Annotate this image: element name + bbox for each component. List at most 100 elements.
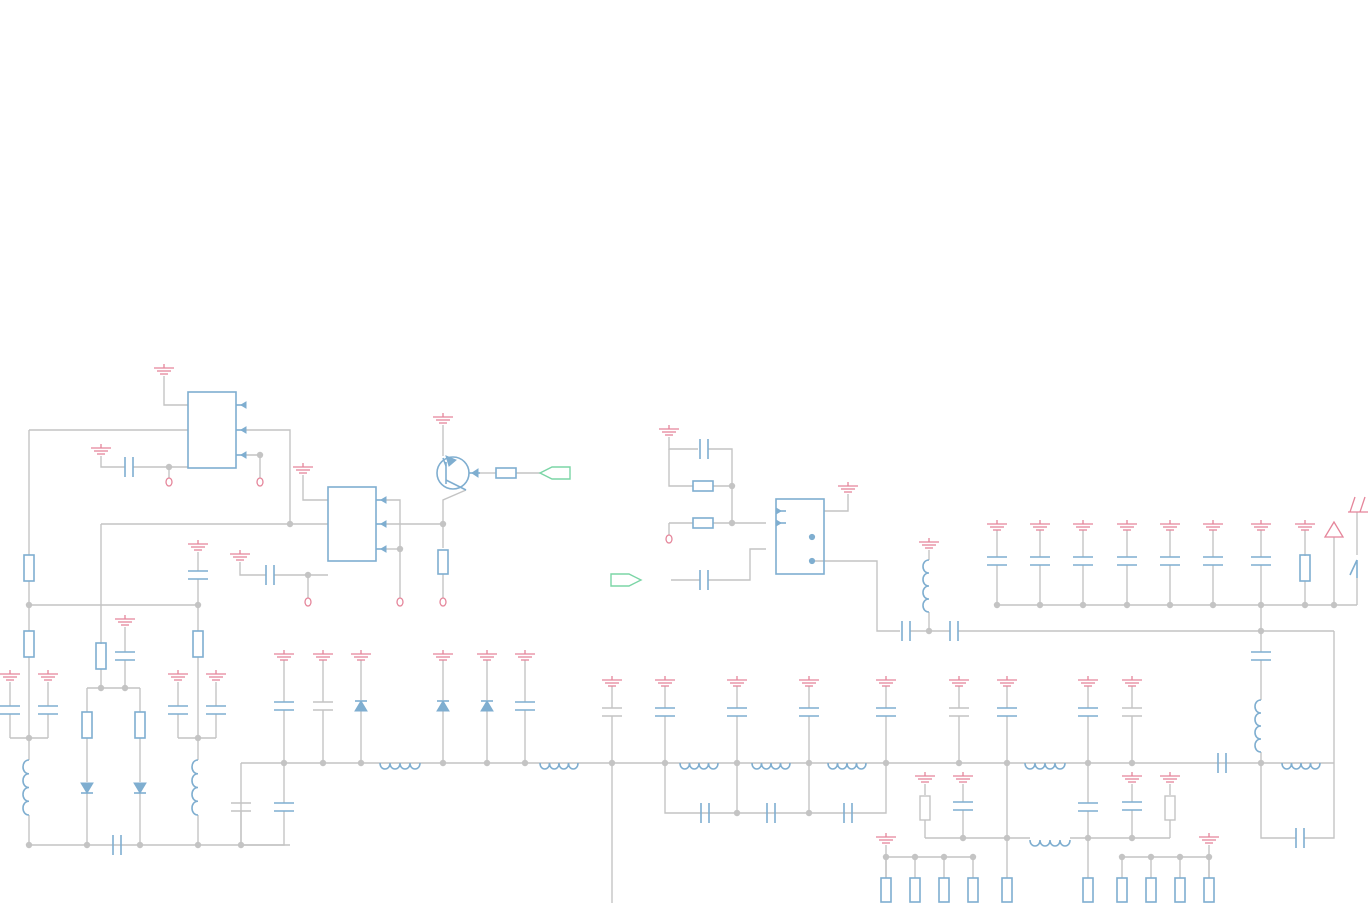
capacitor-icon (1160, 556, 1180, 566)
inductor-icon (1254, 699, 1262, 753)
resistor-icon (1001, 877, 1013, 903)
capacitor-icon (843, 803, 853, 823)
inductor-icon (191, 759, 199, 816)
ground-icon (154, 364, 174, 375)
capacitor-icon (1217, 753, 1227, 773)
diode-icon (480, 700, 494, 712)
capacitor-icon (699, 570, 709, 590)
junction-dot (194, 841, 202, 849)
junction-dot (25, 601, 33, 609)
wire (246, 454, 261, 478)
junction-dot (483, 759, 491, 767)
ground-icon (1073, 520, 1093, 531)
inductor-icon (679, 762, 719, 770)
junction-dot (1166, 601, 1174, 609)
ground-icon (433, 413, 453, 424)
resistor-icon (134, 711, 146, 739)
ground-icon (293, 463, 313, 474)
junction-dot (194, 601, 202, 609)
inductor-icon (751, 762, 791, 770)
capacitor-icon (949, 621, 959, 641)
ground-icon (230, 550, 250, 561)
junction-dot (1176, 853, 1184, 861)
capacitor-icon (1122, 707, 1142, 717)
ground-icon (602, 676, 622, 687)
inductor-icon (1024, 762, 1066, 770)
junction-dot (237, 841, 245, 849)
junction-dot (733, 759, 741, 767)
junction-dot (1118, 853, 1126, 861)
junction-dot (25, 841, 33, 849)
ground-icon (351, 650, 371, 661)
resistor-icon (938, 877, 950, 903)
capacitor-icon (168, 705, 188, 715)
capacitor-icon (0, 705, 20, 715)
junction-dot (25, 734, 33, 742)
junction-dot (1209, 601, 1217, 609)
capacitor-icon (112, 835, 122, 855)
capacitor-icon (602, 707, 622, 717)
ground-icon (0, 670, 20, 681)
inductor-icon (1281, 762, 1321, 770)
resistor-icon (1082, 877, 1094, 903)
ground-icon (915, 772, 935, 783)
open-terminal-icon (165, 477, 173, 487)
capacitor-icon (1203, 556, 1223, 566)
resistor-icon (692, 480, 714, 492)
junction-dot (439, 759, 447, 767)
junction-dot (286, 520, 294, 528)
ground-icon (274, 650, 294, 661)
ground-icon (838, 482, 858, 493)
resistor-icon (192, 630, 204, 658)
ground-icon (1122, 676, 1142, 687)
resistor-icon (919, 795, 931, 821)
ground-icon (659, 425, 679, 436)
ground-icon (477, 650, 497, 661)
ground-icon (876, 676, 896, 687)
switch-icon (1349, 559, 1358, 578)
resistor-icon (1174, 877, 1186, 903)
capacitor-icon (1251, 651, 1271, 661)
junction-dot (728, 482, 736, 490)
inductor-icon (922, 559, 930, 613)
diode-icon (436, 700, 450, 712)
ground-icon (953, 772, 973, 783)
capacitor-icon (997, 707, 1017, 717)
ground-icon (115, 615, 135, 626)
capacitor-icon (231, 802, 251, 812)
junction-dot (1257, 601, 1265, 609)
wire (442, 489, 467, 548)
junction-dot (608, 759, 616, 767)
junction-dot (1003, 759, 1011, 767)
capacitor-icon (38, 705, 58, 715)
ground-icon (313, 650, 333, 661)
junction-dot (882, 853, 890, 861)
wire (1260, 763, 1296, 839)
junction-dot (805, 809, 813, 817)
resistor-icon (1164, 795, 1176, 821)
capacitor-icon (313, 701, 333, 711)
junction-dot (1084, 834, 1092, 842)
capacitor-icon (1295, 828, 1305, 848)
capacitor-icon (274, 802, 294, 812)
ground-icon (799, 676, 819, 687)
ground-icon (1117, 520, 1137, 531)
io-terminal-icon (610, 573, 643, 587)
wire (668, 437, 698, 450)
capacitor-icon (953, 801, 973, 811)
capacitor-icon (265, 565, 275, 585)
junction-dot (733, 809, 741, 817)
capacitor-icon (799, 707, 819, 717)
junction-dot (1330, 601, 1338, 609)
inductor-icon (539, 762, 579, 770)
junction-dot (396, 545, 404, 553)
junction-dot (955, 759, 963, 767)
junction-dot (661, 759, 669, 767)
ground-icon (168, 670, 188, 681)
junction-dot (1084, 759, 1092, 767)
junction-dot (1036, 601, 1044, 609)
ground-icon (1160, 772, 1180, 783)
junction-dot (521, 759, 529, 767)
ground-icon (1122, 772, 1142, 783)
diode-icon (80, 782, 94, 794)
